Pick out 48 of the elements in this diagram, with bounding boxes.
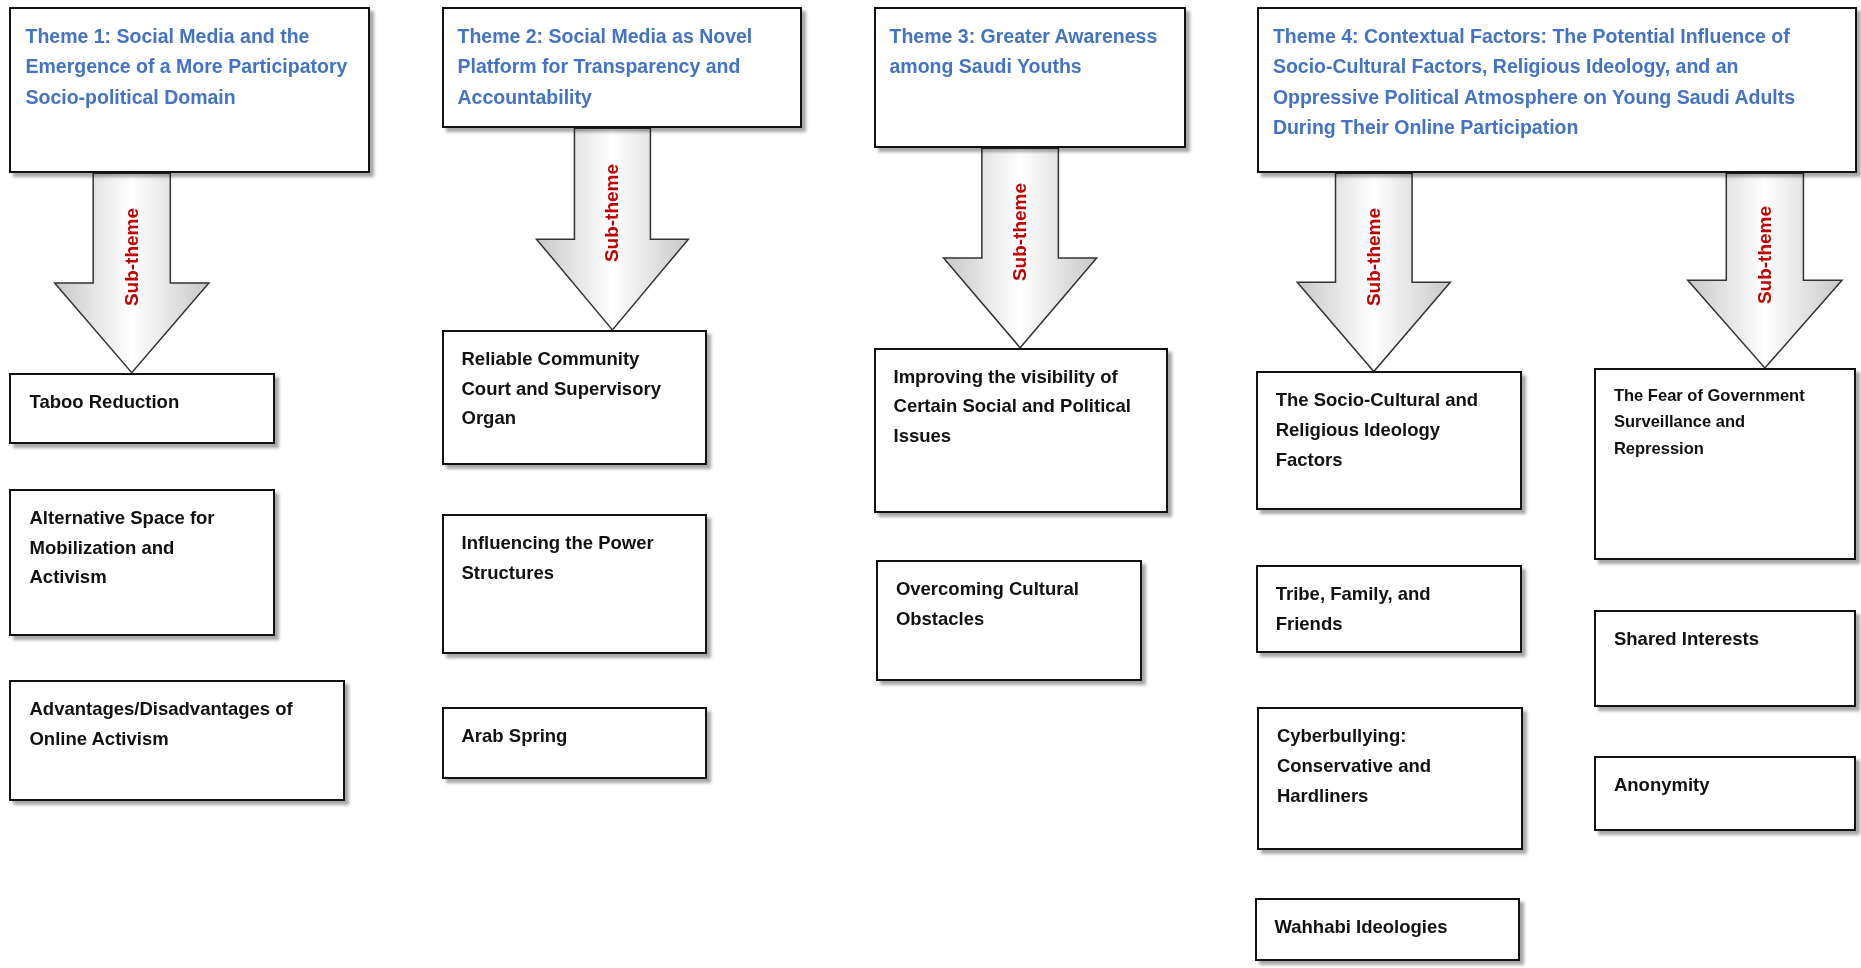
subtheme-label: Overcoming Cultural Obstacles [895,577,1080,631]
subtheme-label: Advantages/Disadvantages of Online Activism [29,697,294,751]
block-arrow [941,147,1099,349]
block-arrow [1295,172,1452,373]
subtheme-box [873,347,1168,513]
subtheme-box [1593,367,1857,561]
theme-title: Theme 2: Social Media as Novel Platform for Transparency and Accountability [457,24,754,110]
subtheme-label: Reliable Community Court and Supervisory Organ [461,346,662,431]
subtheme-label: Shared Interests [1613,627,1760,652]
subtheme-box [441,513,708,654]
theme-title: Theme 3: Greater Awareness among Saudi Youths [889,24,1159,80]
subtheme-label: Influencing the Power Structures [461,530,655,585]
subtheme-box [1256,707,1523,850]
subtheme-box [1255,371,1522,511]
theme-title: Theme 1: Social Media and the Emergence of a More Participatory Socio-political Domain [25,24,349,110]
block-arrow [52,172,211,374]
edge-label: Sub-theme [1009,183,1032,282]
subtheme-label: Taboo Reduction [29,389,181,414]
block-arrow [1686,172,1844,370]
subtheme-label: Alternative Space for Mobilization and Activism [29,506,216,590]
edge-label: Sub-theme [1753,205,1776,305]
subtheme-box [1254,898,1521,962]
subtheme-label: Arab Spring [461,724,569,749]
theme-box [9,7,371,174]
subtheme-label: Cyberbullying: Conservative and Hardliners [1276,724,1433,808]
theme-title: Theme 4: Contextual Factors: The Potential Influence of Socio-Cultural Factors, Religious Ideology, and an Oppressive Political Atmosphere on Young Saudi Adults During Their Online Participation [1272,24,1797,140]
edge-label: Sub-theme [120,207,143,307]
subtheme-box [9,372,276,444]
subtheme-box [1255,564,1522,653]
subtheme-label: Wahhabi Ideologies [1274,915,1449,940]
theme-box [873,7,1186,149]
subtheme-label: The Fear of Government Surveillance and Repression [1613,384,1806,459]
subtheme-box [9,489,276,637]
subtheme-box [1593,756,1857,831]
subtheme-box [875,560,1142,682]
edge-label: Sub-theme [601,163,624,262]
subtheme-box [1593,610,1857,708]
subtheme-box [441,329,708,466]
subtheme-box [9,680,346,802]
block-arrow [534,127,690,332]
edge-label: Sub-theme [1362,207,1385,306]
subtheme-label: Anonymity [1613,773,1711,798]
subtheme-label: Improving the visibility of Certain Social and Political Issues [893,364,1132,448]
subtheme-label: Tribe, Family, and Friends [1275,581,1432,636]
theme-box [1256,7,1858,174]
subtheme-label: The Socio-Cultural and Religious Ideology Factors [1275,388,1480,472]
theme-box [441,7,803,129]
subtheme-box [441,707,708,779]
